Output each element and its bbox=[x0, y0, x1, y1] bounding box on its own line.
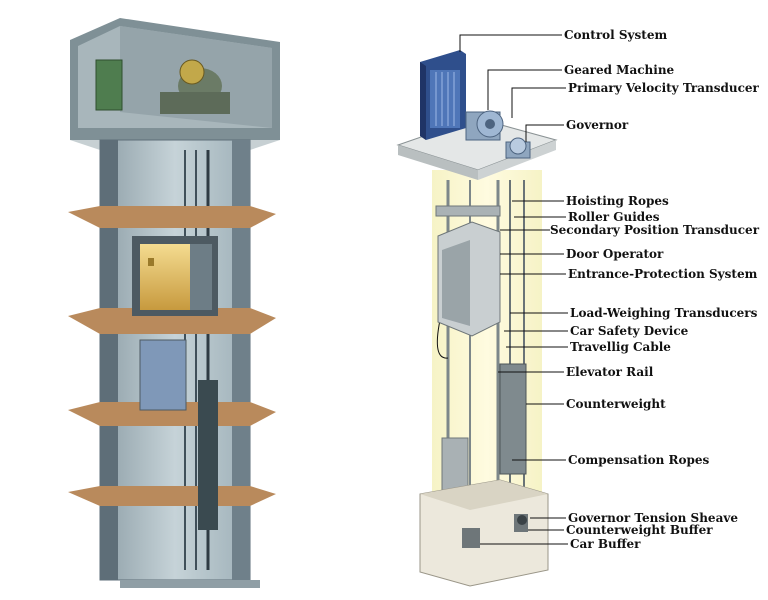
pit-floor bbox=[120, 580, 260, 588]
label-car-buffer: Car Buffer bbox=[570, 537, 641, 551]
machine-room bbox=[70, 18, 280, 150]
pit bbox=[419, 479, 549, 587]
label-control-system: Control System bbox=[564, 28, 667, 42]
label-hoisting-ropes: Hoisting Ropes bbox=[566, 194, 669, 208]
labels: Control System Geared Machine Primary Ve… bbox=[550, 28, 760, 551]
car-buffer-shape bbox=[462, 528, 480, 548]
label-governor: Governor bbox=[566, 118, 629, 132]
label-door-operator: Door Operator bbox=[566, 247, 664, 261]
leader-lines bbox=[459, 34, 568, 545]
label-counterweight-buffer: Counterweight Buffer bbox=[566, 523, 713, 537]
geared-machine bbox=[465, 110, 504, 141]
label-car-safety-device: Car Safety Device bbox=[570, 324, 689, 338]
geared-machine-icon bbox=[160, 59, 230, 114]
label-entrance-protection-system: Entrance-Protection System bbox=[568, 267, 758, 281]
label-geared-machine: Geared Machine bbox=[564, 63, 675, 77]
floor-slabs bbox=[68, 206, 276, 506]
label-load-weighing-transducers: Load-Weighing Transducers bbox=[570, 306, 758, 320]
label-elevator-rail: Elevator Rail bbox=[566, 365, 654, 379]
schematic: Control System Geared Machine Primary Ve… bbox=[396, 28, 760, 587]
label-roller-guides: Roller Guides bbox=[568, 210, 660, 224]
schematic-car bbox=[435, 205, 501, 337]
lobby-door bbox=[139, 339, 187, 411]
elevator-car bbox=[132, 236, 218, 316]
label-primary-velocity-transducer: Primary Velocity Transducer bbox=[568, 81, 760, 95]
control-cabinet bbox=[420, 50, 466, 140]
schematic-counterweight bbox=[499, 363, 527, 475]
governor bbox=[505, 137, 531, 159]
label-governor-tension-sheave: Governor Tension Sheave bbox=[568, 511, 738, 525]
label-compensation-ropes: Compensation Ropes bbox=[568, 453, 710, 467]
label-secondary-position-transducer: Secondary Position Transducer bbox=[550, 223, 760, 237]
counterweight-block bbox=[198, 380, 218, 530]
governor-tension-sheave-shape bbox=[517, 515, 527, 525]
cutaway-building bbox=[68, 18, 280, 588]
label-counterweight: Counterweight bbox=[566, 397, 666, 411]
label-travelling-cable: Travellig Cable bbox=[570, 340, 671, 354]
